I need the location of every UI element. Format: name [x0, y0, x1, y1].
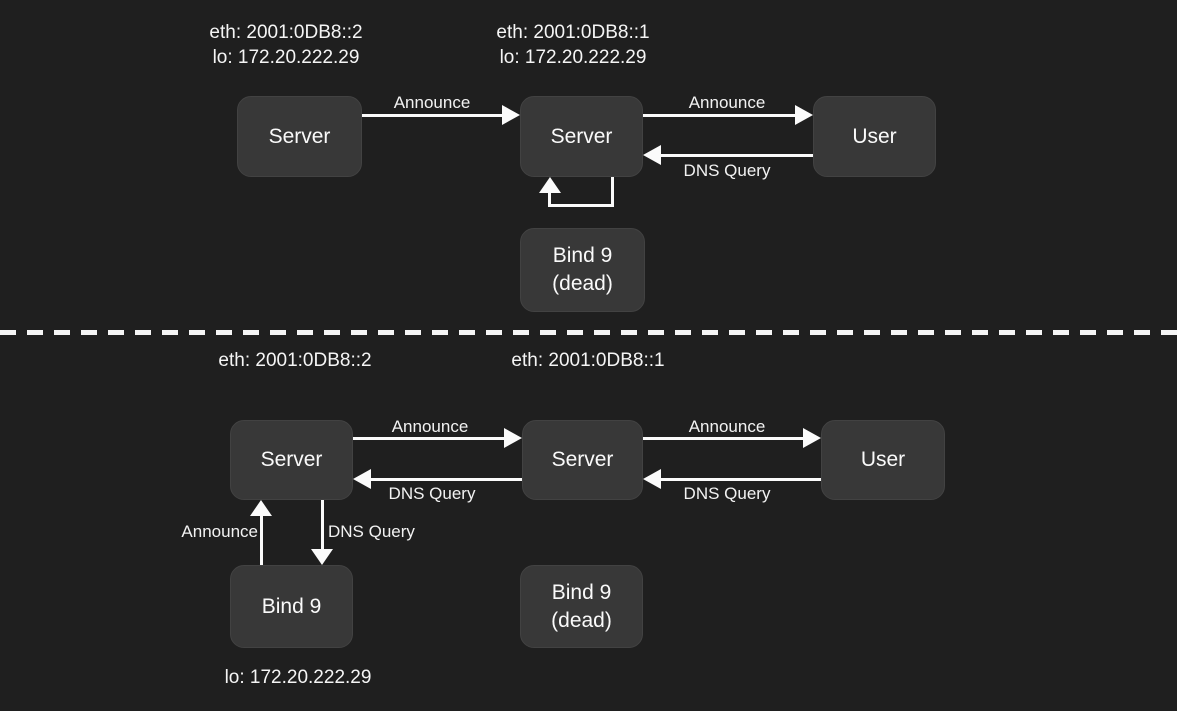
node-server-top-left: Server: [237, 96, 362, 177]
node-bind9-dead-top: Bind 9 (dead): [520, 228, 645, 312]
eth-address: eth: 2001:0DB8::1: [496, 22, 650, 43]
address-label-bind9-lo: lo: 172.20.222.29: [224, 667, 372, 688]
node-server-bottom-mid: Server: [522, 420, 643, 500]
node-label: Server: [551, 448, 614, 471]
node-label: User: [860, 448, 906, 471]
arrow-line: [321, 500, 324, 549]
arrowhead-up-icon: [250, 500, 272, 516]
arrow-line: [362, 114, 502, 117]
arrow-line: [661, 154, 813, 157]
node-label: (dead): [551, 608, 612, 632]
node-label: Bind 9: [551, 580, 612, 604]
edge-label-announce: Announce: [391, 417, 469, 436]
edge-label-announce: Announce: [688, 417, 766, 436]
arrow-line: [661, 478, 821, 481]
node-bind9-bottom: Bind 9: [230, 565, 353, 648]
address-label-top-mid: eth: 2001:0DB8::1 lo: 172.20.222.29: [496, 20, 649, 70]
node-server-top-mid: Server: [520, 96, 643, 177]
arrow-line: [353, 437, 504, 440]
node-label: Server: [260, 448, 323, 471]
edge-label-announce: Announce: [688, 93, 766, 112]
arrowhead-left-icon: [643, 469, 661, 489]
arrow-line: [643, 437, 803, 440]
node-label: User: [852, 124, 897, 148]
node-user-top: User: [813, 96, 936, 177]
lo-address: lo: 172.20.222.29: [499, 47, 647, 68]
arrow-line: [371, 478, 522, 481]
arrowhead-right-icon: [795, 105, 813, 125]
self-loop-line: [611, 177, 614, 207]
address-label-bottom-mid: eth: 2001:0DB8::1: [511, 350, 665, 371]
address-label-bottom-left: eth: 2001:0DB8::2: [218, 350, 372, 371]
node-user-bottom: User: [821, 420, 945, 500]
edge-label-dns-query: DNS Query: [328, 522, 415, 541]
edge-label-dns-query: DNS Query: [388, 484, 476, 503]
eth-address: eth: 2001:0DB8::2: [209, 22, 363, 43]
node-label: Bind 9: [261, 594, 322, 618]
arrowhead-left-icon: [353, 469, 371, 489]
node-label: (dead): [552, 272, 613, 295]
edge-label-dns-query: DNS Query: [683, 484, 771, 503]
lo-address: lo: 172.20.222.29: [212, 47, 360, 68]
arrowhead-up-icon: [539, 177, 561, 193]
node-label: Bind 9: [552, 244, 613, 267]
arrowhead-right-icon: [502, 105, 520, 125]
node-server-bottom-left: Server: [230, 420, 353, 500]
edge-label-announce: Announce: [393, 93, 471, 112]
arrowhead-right-icon: [504, 428, 522, 448]
arrowhead-down-icon: [311, 549, 333, 565]
node-label: Server: [268, 124, 331, 148]
node-label: Server: [550, 124, 613, 148]
self-loop-line: [548, 204, 614, 207]
arrow-line: [260, 516, 263, 565]
arrow-line: [643, 114, 795, 117]
dashed-divider: [0, 330, 1177, 335]
arrowhead-right-icon: [803, 428, 821, 448]
self-loop-line: [548, 193, 551, 207]
edge-label-announce: Announce: [181, 522, 258, 541]
arrowhead-left-icon: [643, 145, 661, 165]
node-bind9-dead-bottom: Bind 9 (dead): [520, 565, 643, 648]
address-label-top-left: eth: 2001:0DB8::2 lo: 172.20.222.29: [209, 20, 362, 70]
edge-label-dns-query: DNS Query: [683, 161, 771, 180]
